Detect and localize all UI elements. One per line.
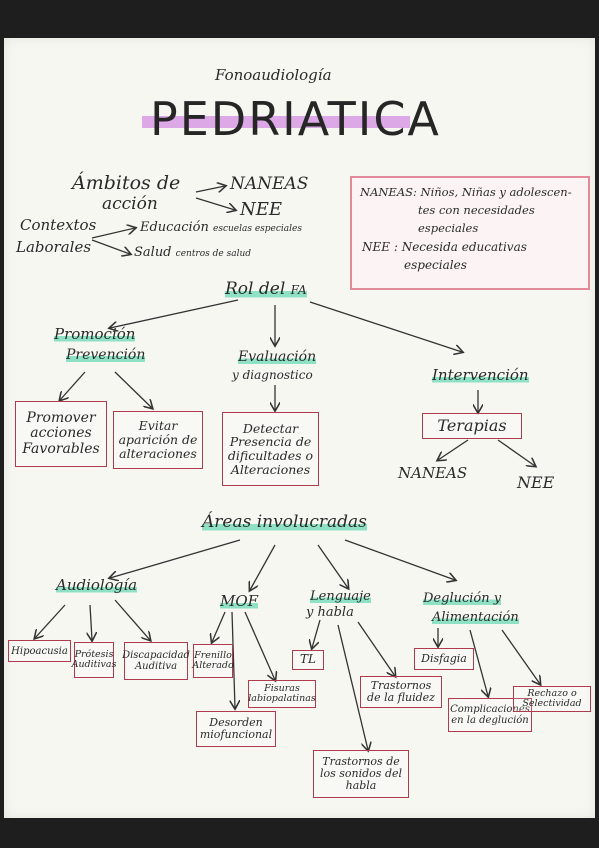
mof-label: MOF: [220, 592, 259, 610]
contextos-label-2: Laborales: [16, 238, 92, 256]
box-tl: TL: [292, 650, 324, 670]
contextos-educacion: Educación escuelas especiales: [140, 221, 302, 235]
box-complicaciones: Complicaciones en la deglución: [448, 698, 532, 732]
intervencion-label: Intervención: [432, 366, 529, 384]
promocion-label: Promoción: [54, 325, 136, 343]
box-trastornos-sonidos: Trastornos de los sonidos del habla: [313, 750, 409, 798]
ambitos-label-2: acción: [102, 194, 158, 214]
contextos-label-1: Contextos: [20, 216, 97, 234]
arrow-audiologia-hipoacusia: [35, 604, 66, 638]
def-naneas-3: especiales: [418, 221, 479, 235]
arrow-areas-mof: [250, 544, 276, 590]
box-disfagia: Disfagia: [414, 648, 474, 670]
arrow-ambitos-naneas: [195, 186, 225, 192]
arrow-terapias-naneas: [438, 439, 469, 460]
subtitle: Fonoaudiología: [215, 66, 332, 84]
definitions-box: [350, 176, 590, 290]
lenguaje-label-1: Lenguaje: [310, 589, 371, 604]
rol-label-text: Rol del: [225, 279, 286, 299]
box-trastornos-fluidez: Trastornos de la fluidez: [360, 676, 442, 708]
contextos-salud: Salud centros de salud: [134, 246, 251, 260]
def-naneas-2: tes con necesidades: [418, 203, 535, 217]
arrow-promocion-evitar: [114, 371, 152, 408]
box-protesis: Prótesis Auditivas: [72, 642, 116, 678]
arrow-rol-promocion: [110, 299, 239, 328]
terapia-naneas: NANEAS: [398, 464, 468, 482]
arrow-terapias-nee: [497, 439, 535, 466]
arrow-promocion-promover: [60, 371, 86, 400]
educacion-tail: escuelas especiales: [213, 224, 302, 234]
arrow-mof-frenillo: [212, 611, 226, 642]
deglucion-label-2: Alimentación: [432, 610, 519, 625]
box-hipoacusia: Hipoacusia: [8, 640, 71, 662]
rol-label: Rol del FA: [225, 279, 307, 299]
evaluacion-label: Evaluación: [238, 349, 317, 365]
def-nee-2: especiales: [404, 258, 467, 272]
box-detectar: Detectar Presencia de dificultades o Alt…: [222, 412, 319, 486]
salud-head: Salud: [134, 245, 172, 260]
arrow-rol-intervencion: [309, 301, 462, 352]
ambitos-label-1: Ámbitos de: [72, 172, 181, 194]
box-frenillo: Frenillo Alterado: [192, 644, 234, 678]
box-fisuras: Fisuras labiopalatinas: [248, 680, 316, 708]
arrow-ambitos-nee: [195, 197, 235, 210]
audiologia-label: Audiología: [56, 576, 138, 594]
rol-label-fa: FA: [290, 283, 307, 297]
arrow-contextos-educacion: [91, 228, 135, 239]
ambitos-naneas: NANEAS: [230, 174, 309, 194]
title-highlight: [142, 116, 410, 128]
box-discapacidad: Discapacidad Auditiva: [122, 642, 190, 680]
arrow-mof-desorden: [232, 611, 235, 708]
arrow-lenguaje-tl: [312, 619, 321, 648]
arrow-deglucion-complicaciones: [469, 629, 488, 696]
page-title: PEDRIATICA: [150, 92, 441, 146]
arrow-lenguaje-fluidez: [357, 621, 395, 676]
prevencion-label: Prevención: [66, 347, 146, 363]
arrow-areas-deglucion: [344, 539, 455, 580]
arrow-audiologia-discapacidad: [114, 599, 150, 640]
terapia-nee: NEE: [517, 473, 555, 492]
arrow-lenguaje-sonidos: [337, 624, 368, 750]
box-rechazo: Rechazo o Selectividad: [513, 686, 591, 712]
salud-tail: centros de salud: [175, 249, 252, 259]
educacion-head: Educación: [140, 220, 209, 235]
deglucion-label-1: Deglución y: [423, 591, 502, 606]
def-nee-1: NEE : Necesida educativas: [362, 240, 527, 254]
areas-label: Áreas involucradas: [202, 512, 367, 532]
arrow-audiologia-protesis: [90, 604, 92, 640]
notebook-page: [4, 38, 595, 818]
def-naneas-1: NANEAS: Niños, Niñas y adolescen-: [360, 185, 572, 199]
arrow-mof-fisuras: [244, 611, 275, 680]
box-evitar: Evitar aparición de alteraciones: [113, 411, 203, 469]
diagnostico-label: y diagnostico: [232, 368, 313, 382]
box-desorden: Desorden miofuncional: [196, 711, 276, 747]
arrow-areas-lenguaje: [317, 544, 348, 588]
arrow-deglucion-rechazo: [501, 629, 540, 684]
box-terapias: Terapias: [422, 413, 522, 439]
arrow-contextos-salud: [91, 239, 130, 254]
arrow-areas-audiologia: [110, 539, 241, 578]
box-promover: Promover acciones Favorables: [15, 401, 107, 467]
ambitos-nee: NEE: [240, 199, 283, 220]
lenguaje-label-2: y habla: [306, 605, 354, 620]
